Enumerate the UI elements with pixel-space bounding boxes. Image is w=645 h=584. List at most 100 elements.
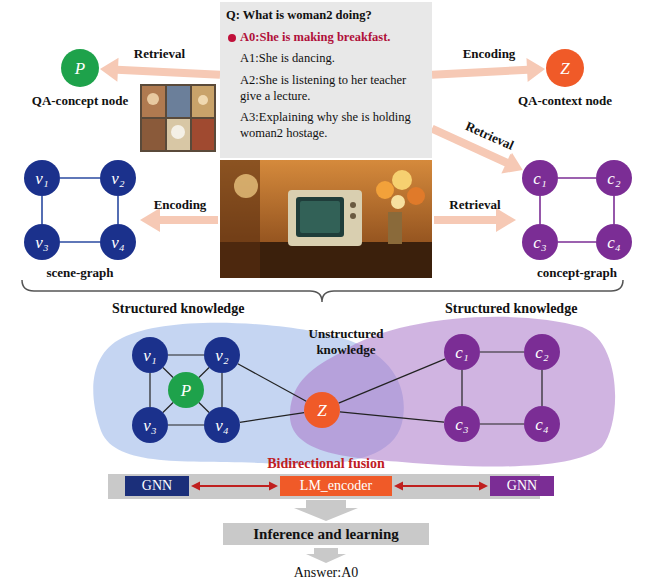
answer-text: A1:She is dancing. (226, 51, 426, 67)
node-letter: c₂ (607, 170, 620, 187)
node-letter: v₄ (215, 417, 228, 434)
answer-label: Answer:A0 (294, 565, 359, 582)
arrow-head (269, 481, 278, 490)
collage-photo (167, 86, 190, 117)
edge-label: Retrieval (461, 117, 518, 154)
node-letter: v₃ (35, 234, 48, 251)
flower (407, 187, 425, 205)
gnn-box: GNN (490, 476, 554, 497)
connector-line (539, 196, 541, 224)
node-letter: c₃ (455, 416, 468, 433)
flower (392, 170, 412, 190)
node-letter: c₁ (455, 344, 468, 361)
collage-frame (140, 84, 216, 152)
down-arrow (294, 500, 358, 521)
arrow-head (501, 152, 522, 174)
arrow-head (191, 481, 200, 490)
node-letter: c₄ (607, 234, 620, 251)
connector-line (432, 70, 528, 75)
box-text: GNN (507, 478, 537, 493)
fusion-bar (108, 474, 540, 499)
graph-label: scene-graph (46, 265, 113, 281)
node-letter: v₄ (111, 234, 124, 251)
concept-node: c₁ (444, 334, 480, 370)
concept-node: c₂ (524, 334, 560, 370)
connector (42, 196, 43, 224)
node-caption: QA-concept node (32, 93, 128, 109)
scene-node: v₂ (100, 160, 136, 196)
question-box: Q: What is woman2 doing? A0:She is making… (220, 2, 432, 158)
connector (118, 196, 119, 224)
collage-photo (192, 86, 214, 117)
scene-node: v₂ (204, 337, 240, 373)
answer-bullet (228, 34, 236, 42)
connector (60, 178, 100, 179)
connector-line (558, 241, 596, 243)
node-letter: P (75, 60, 85, 77)
collage-plate (171, 125, 185, 139)
qa-concept-node: PQA-concept node (61, 49, 99, 87)
question-text: Q: What is woman2 doing? (226, 8, 426, 24)
scene-image (220, 160, 432, 278)
node-caption: QA-context node (518, 93, 612, 109)
tv-screen (296, 197, 344, 237)
collage-photo (142, 86, 165, 117)
connector-line (117, 70, 220, 75)
room-wall (220, 160, 432, 278)
tv-body (288, 190, 362, 246)
connector-line (613, 196, 615, 224)
node-letter: c₁ (533, 170, 546, 187)
node-letter: v₂ (111, 170, 124, 187)
answer-text: A3:Explaining why she is holding woman2 … (226, 110, 426, 141)
lm-encoder-box: LM_encoder (280, 476, 392, 497)
connector-line (60, 241, 100, 243)
connector (558, 242, 596, 243)
node-letter: Z (560, 60, 569, 77)
concept-node: c₃ (444, 406, 480, 442)
connector (394, 481, 488, 490)
collage-photo (167, 119, 190, 150)
box-text: GNN (142, 478, 172, 493)
node-letter: c₃ (533, 234, 546, 251)
connector (540, 196, 541, 224)
flower (391, 195, 405, 209)
scene-node: v₃ (132, 407, 168, 443)
scene-node: v₁ (24, 160, 60, 196)
concept-node: c₂ (596, 160, 632, 196)
concept-node: c₃ (522, 224, 558, 260)
concept-node: c₄ (596, 224, 632, 260)
qa-concept-node: P (168, 372, 204, 408)
connector (60, 242, 100, 243)
qa-context-node: Z (304, 392, 340, 428)
lamp-glow (234, 174, 258, 198)
vase (388, 212, 402, 244)
node-letter: Z (317, 402, 326, 419)
box-text: Inference and learning (253, 526, 399, 542)
tv-glow (300, 201, 340, 233)
connector-line (199, 485, 270, 487)
concept-node: c₄ (524, 406, 560, 442)
collage-photo (142, 119, 165, 150)
connector-line (558, 177, 596, 179)
arrow-label: Retrieval (449, 197, 500, 213)
arrow-shaft (158, 216, 218, 224)
photo-collage (140, 84, 216, 152)
node-letter: c₂ (535, 344, 548, 361)
region-heading: Structured knowledge (112, 301, 244, 317)
collage-face (147, 93, 159, 105)
inference-box: Inference and learning (223, 523, 429, 545)
arrow-head (526, 58, 545, 82)
node-letter: v₂ (215, 347, 228, 364)
connector (191, 481, 278, 490)
scene-node: v₁ (132, 337, 168, 373)
node-letter: v₃ (143, 417, 156, 434)
room-shadow (220, 160, 260, 278)
connector-line (117, 196, 119, 224)
answer-text: A0:She is making breakfast. (226, 30, 426, 46)
flower (376, 181, 394, 199)
tv-knob (350, 213, 356, 219)
arrow-shaft (434, 216, 498, 224)
gnn-box: GNN (125, 476, 189, 497)
collage-face (198, 95, 208, 105)
